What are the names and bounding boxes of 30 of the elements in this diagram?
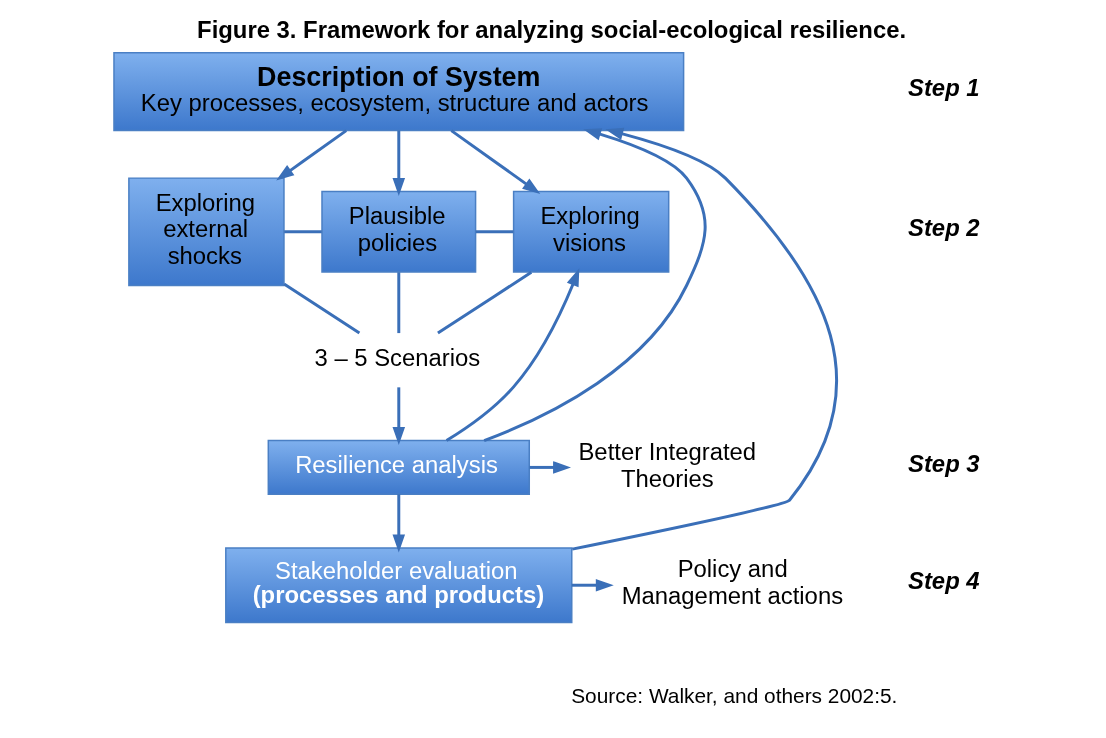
arrow	[392, 494, 405, 553]
arrow	[275, 129, 347, 181]
node-box: Plausible policies	[320, 190, 476, 273]
node-box: Stakeholder evaluation (processes and products)	[224, 547, 572, 624]
connector	[396, 272, 400, 334]
label: Step 4	[907, 567, 980, 595]
node-text: 3 – 5 Scenarios	[314, 343, 480, 371]
connector	[282, 282, 360, 335]
caption: Source: Walker, and others 2002:5.	[570, 683, 897, 707]
connector	[283, 230, 322, 234]
node-box: Description of System Key processes, ecosystem, structure and actors	[112, 52, 684, 132]
arrow	[529, 461, 571, 474]
label: Step 2	[907, 213, 980, 241]
arrow	[392, 130, 405, 196]
node-box: Exploring external shocks	[127, 177, 285, 287]
node-text: Policy and Management actions	[621, 555, 843, 610]
arrow	[392, 387, 405, 445]
arrow	[571, 578, 614, 592]
label: Step 1	[907, 73, 980, 101]
diagram-title: Figure 3. Framework for analyzing social-ecological resilience.	[196, 15, 906, 43]
node-box: Resilience analysis	[267, 439, 530, 495]
arrow	[445, 268, 579, 442]
arrow	[571, 127, 838, 551]
label: Step 3	[907, 449, 980, 477]
node-box: Exploring visions	[512, 190, 669, 273]
node-text: Better Integrated Theories	[577, 437, 756, 492]
connector	[436, 271, 532, 335]
connector	[475, 230, 513, 234]
arrow	[450, 129, 540, 195]
arrow	[483, 128, 707, 442]
